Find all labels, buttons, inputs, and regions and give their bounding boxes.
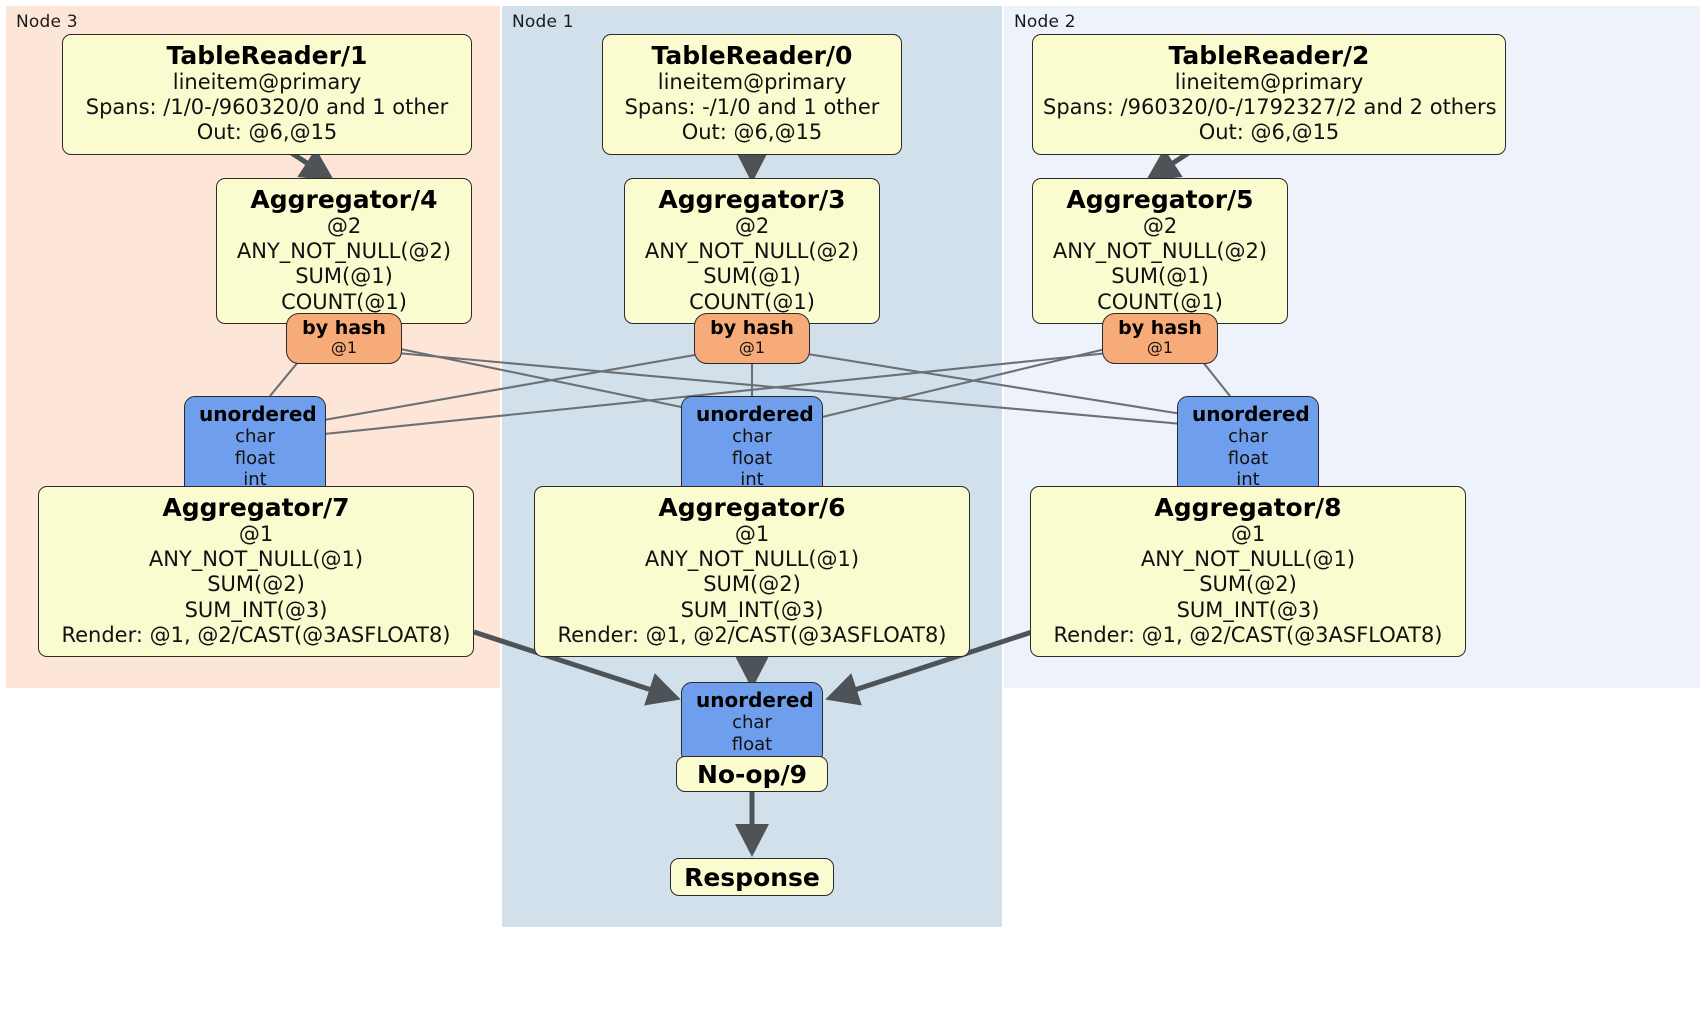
- processor-title: Aggregator/7: [162, 493, 350, 522]
- processor-detail: SUM(@1): [295, 264, 393, 289]
- synchronizer-title: unordered: [199, 402, 317, 426]
- processor-aggregator-6[interactable]: Aggregator/6 @1 ANY_NOT_NULL(@1) SUM(@2)…: [534, 486, 970, 657]
- processor-detail: COUNT(@1): [689, 289, 815, 314]
- processor-tablereader-2[interactable]: TableReader/2 lineitem@primary Spans: /9…: [1032, 34, 1506, 155]
- processor-title: Aggregator/3: [658, 185, 846, 214]
- synchronizer-type: int: [1236, 468, 1260, 490]
- router-by-hash-center[interactable]: by hash @1: [694, 313, 810, 364]
- processor-detail: @1: [734, 522, 770, 546]
- processor-detail: Spans: -/1/0 and 1 other: [624, 95, 880, 120]
- synchronizer-type: char: [732, 712, 772, 734]
- processor-detail: lineitem@primary: [172, 70, 362, 94]
- processor-detail: SUM_INT(@3): [1176, 597, 1320, 622]
- processor-detail: COUNT(@1): [1097, 289, 1223, 314]
- processor-detail: SUM_INT(@3): [680, 597, 824, 622]
- processor-detail: @2: [734, 214, 770, 238]
- processor-detail: SUM(@1): [703, 264, 801, 289]
- processor-detail: Spans: /1/0-/960320/0 and 1 other: [85, 95, 449, 120]
- processor-detail: Out: @6,@15: [1198, 120, 1340, 145]
- processor-title: Aggregator/4: [250, 185, 438, 214]
- router-title: by hash: [302, 317, 386, 339]
- router-detail: @1: [738, 338, 766, 358]
- router-detail: @1: [1146, 338, 1174, 358]
- processor-render: Render: @1, @2/CAST(@3ASFLOAT8): [61, 622, 451, 647]
- processor-detail: @1: [1230, 522, 1266, 546]
- synchronizer-type: float: [731, 447, 773, 469]
- synchronizer-type: char: [1228, 426, 1268, 448]
- processor-detail: ANY_NOT_NULL(@2): [1052, 239, 1268, 264]
- processor-tablereader-0[interactable]: TableReader/0 lineitem@primary Spans: -/…: [602, 34, 902, 155]
- output-title: Response: [684, 862, 820, 892]
- synchronizer-unordered-right[interactable]: unordered char float int: [1177, 396, 1319, 500]
- processor-detail: SUM(@2): [207, 572, 305, 597]
- node-panel-label-node2: Node 2: [1014, 12, 1076, 32]
- synchronizer-unordered-left[interactable]: unordered char float int: [184, 396, 326, 500]
- router-by-hash-right[interactable]: by hash @1: [1102, 313, 1218, 364]
- synchronizer-unordered-final[interactable]: unordered char float: [681, 682, 823, 764]
- synchronizer-type: char: [235, 426, 275, 448]
- processor-detail: SUM(@2): [703, 572, 801, 597]
- processor-render: Render: @1, @2/CAST(@3ASFLOAT8): [1053, 622, 1443, 647]
- processor-detail: @2: [1142, 214, 1178, 238]
- processor-detail: Out: @6,@15: [681, 120, 823, 145]
- router-by-hash-left[interactable]: by hash @1: [286, 313, 402, 364]
- router-title: by hash: [710, 317, 794, 339]
- processor-detail: ANY_NOT_NULL(@1): [644, 547, 860, 572]
- processor-detail: @1: [238, 522, 274, 546]
- processor-title: TableReader/2: [1168, 41, 1370, 70]
- processor-title: Aggregator/6: [658, 493, 846, 522]
- processor-detail: lineitem@primary: [657, 70, 847, 94]
- synchronizer-type: char: [732, 426, 772, 448]
- router-title: by hash: [1118, 317, 1202, 339]
- synchronizer-type: float: [1227, 447, 1269, 469]
- router-detail: @1: [330, 338, 358, 358]
- processor-detail: Spans: /960320/0-/1792327/2 and 2 others: [1043, 95, 1497, 120]
- output-response[interactable]: Response: [670, 858, 834, 896]
- processor-detail: ANY_NOT_NULL(@1): [1140, 547, 1356, 572]
- synchronizer-type: float: [234, 447, 276, 469]
- processor-tablereader-1[interactable]: TableReader/1 lineitem@primary Spans: /1…: [62, 34, 472, 155]
- processor-aggregator-4[interactable]: Aggregator/4 @2 ANY_NOT_NULL(@2) SUM(@1)…: [216, 178, 472, 324]
- processor-render: Render: @1, @2/CAST(@3ASFLOAT8): [557, 622, 947, 647]
- processor-detail: Out: @6,@15: [196, 120, 338, 145]
- processor-title: Aggregator/8: [1154, 493, 1342, 522]
- synchronizer-type: int: [740, 468, 764, 490]
- synchronizer-type: float: [731, 733, 773, 755]
- processor-detail: ANY_NOT_NULL(@1): [148, 547, 364, 572]
- processor-title: TableReader/1: [166, 41, 368, 70]
- processor-detail: lineitem@primary: [1174, 70, 1364, 94]
- processor-detail: SUM_INT(@3): [184, 597, 328, 622]
- synchronizer-unordered-center[interactable]: unordered char float int: [681, 396, 823, 500]
- processor-detail: ANY_NOT_NULL(@2): [236, 239, 452, 264]
- processor-title: Aggregator/5: [1066, 185, 1254, 214]
- processor-detail: SUM(@2): [1199, 572, 1297, 597]
- synchronizer-title: unordered: [696, 688, 814, 712]
- processor-aggregator-5[interactable]: Aggregator/5 @2 ANY_NOT_NULL(@2) SUM(@1)…: [1032, 178, 1288, 324]
- node-panel-label-node3: Node 3: [16, 12, 78, 32]
- processor-detail: @2: [326, 214, 362, 238]
- processor-detail: SUM(@1): [1111, 264, 1209, 289]
- node-panel-label-node1: Node 1: [512, 12, 574, 32]
- synchronizer-title: unordered: [1192, 402, 1310, 426]
- processor-aggregator-7[interactable]: Aggregator/7 @1 ANY_NOT_NULL(@1) SUM(@2)…: [38, 486, 474, 657]
- processor-title: TableReader/0: [651, 41, 853, 70]
- synchronizer-title: unordered: [696, 402, 814, 426]
- synchronizer-type: int: [243, 468, 267, 490]
- processor-aggregator-8[interactable]: Aggregator/8 @1 ANY_NOT_NULL(@1) SUM(@2)…: [1030, 486, 1466, 657]
- processor-detail: ANY_NOT_NULL(@2): [644, 239, 860, 264]
- processor-noop-9[interactable]: No-op/9: [676, 756, 828, 792]
- processor-title: No-op/9: [696, 759, 808, 789]
- processor-detail: COUNT(@1): [281, 289, 407, 314]
- processor-aggregator-3[interactable]: Aggregator/3 @2 ANY_NOT_NULL(@2) SUM(@1)…: [624, 178, 880, 324]
